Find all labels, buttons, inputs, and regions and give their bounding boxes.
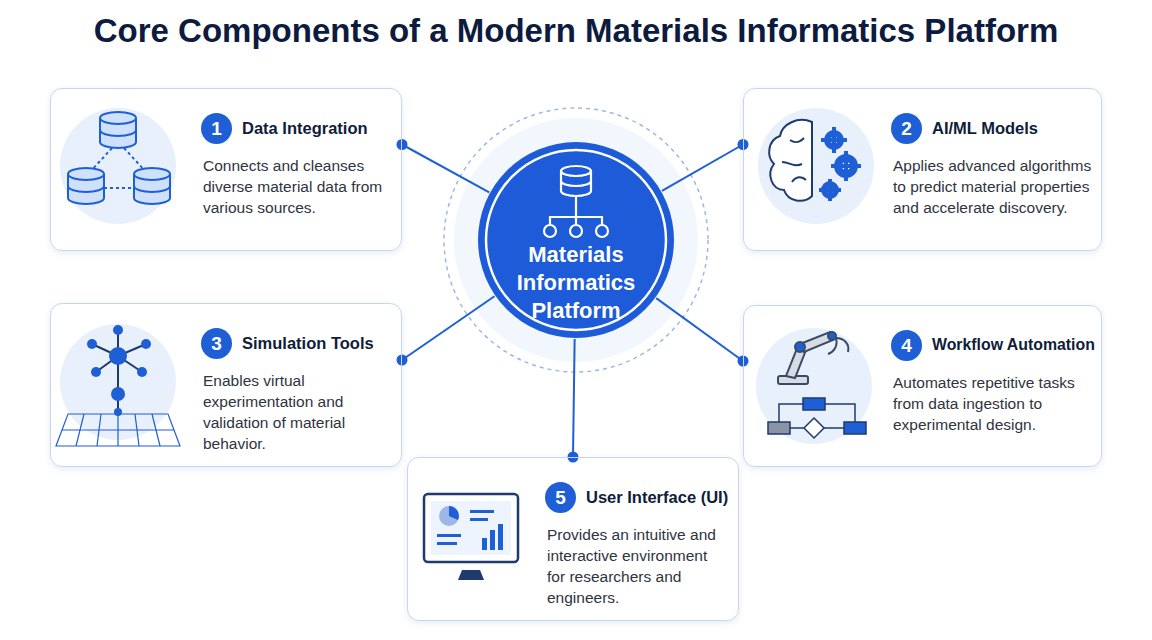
card-description: Applies advanced algorithms to predict m…: [893, 155, 1093, 218]
connector-line: [568, 339, 579, 463]
card-heading: User Interface (UI): [586, 488, 728, 507]
dashed-ring: [444, 108, 708, 372]
card-heading: Data Integration: [242, 119, 368, 138]
card-heading: Workflow Automation: [932, 336, 1095, 354]
connector-line: [656, 298, 748, 366]
database-icon: [60, 108, 176, 224]
card-description: Automates repetitive tasks from data ing…: [893, 372, 1093, 435]
platform-node: Materials Informatics Platform: [477, 141, 675, 339]
page-title: Core Components of a Modern Materials In…: [0, 12, 1152, 50]
molecule-grid-icon: [56, 324, 180, 446]
callout-number: 5: [545, 482, 576, 513]
card-description: Enables virtual experimentation and vali…: [203, 370, 393, 454]
component-card: 5 User Interface (UI) Provides an intuitiv…: [407, 457, 739, 621]
component-card: 1 Data IntegrationConnects and cleanses d…: [50, 88, 402, 251]
card-heading: AI/ML Models: [932, 119, 1038, 138]
card-description: Provides an intuitive and interactive en…: [547, 524, 729, 608]
callout-number: 2: [891, 113, 922, 144]
robot-workflow-icon: [756, 328, 872, 444]
connector-line: [662, 139, 749, 191]
card-description: Connects and cleanses diverse material d…: [203, 155, 393, 218]
card-heading: Simulation Tools: [242, 334, 374, 353]
component-card: 2 AI/ML ModelsApplies advanced algorithms…: [743, 88, 1102, 251]
callout-number: 1: [201, 113, 232, 144]
halo: [454, 118, 698, 362]
component-card: 3 Simulation ToolsEnables virtual experim…: [50, 303, 402, 467]
connector-line: [397, 296, 495, 365]
callout-number: 3: [201, 328, 232, 359]
brain-gear-icon: [758, 108, 874, 224]
platform-label: Materials Informatics Platform: [501, 241, 651, 325]
callout-number: 4: [891, 330, 922, 361]
connector-line: [397, 139, 490, 192]
component-card: 4 Workflow AutomationAutomates repetitive…: [743, 305, 1102, 467]
monitor-dashboard-icon: [424, 494, 518, 580]
